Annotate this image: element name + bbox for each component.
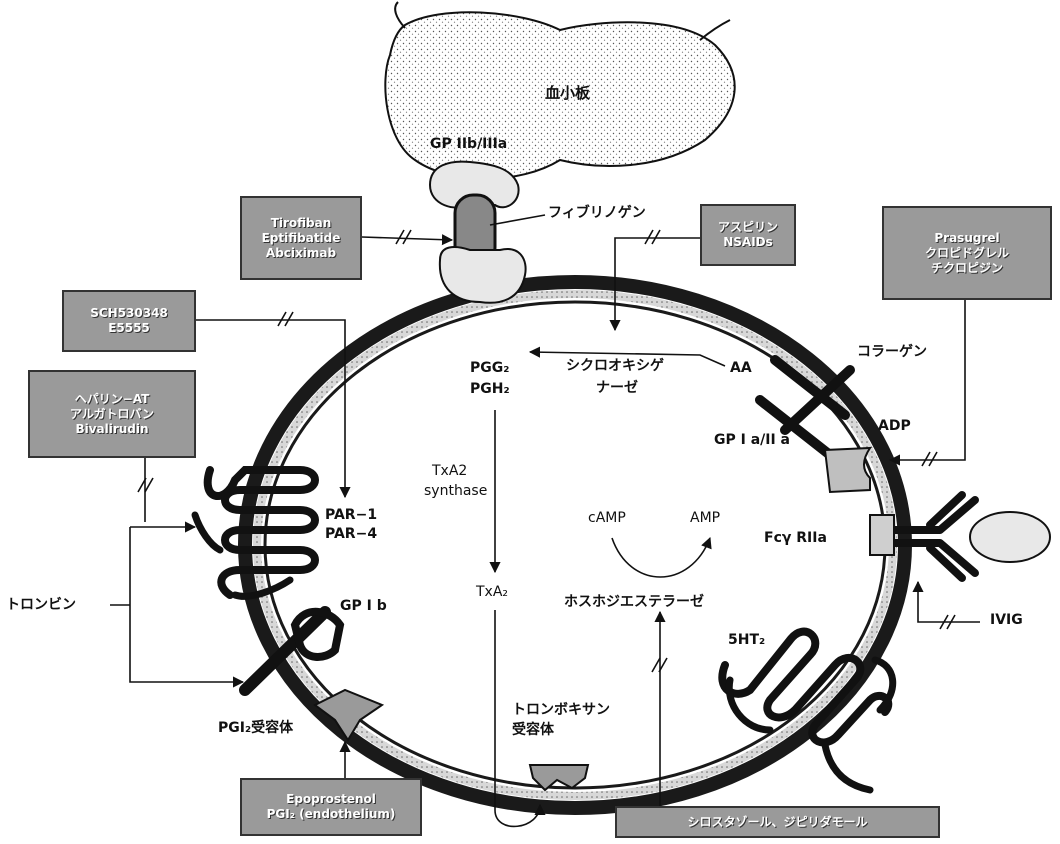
arrow-fibrinogen-leader (490, 215, 545, 225)
txa2-synthase-label-1: TxA2 (432, 463, 467, 480)
gp2b3a-inhibitor-box: Tirofiban Eptifibatide Abciximab (240, 196, 362, 280)
arrow-prasugrel (890, 300, 965, 460)
arrow-ivig (918, 582, 980, 622)
txa2-label: TxA₂ (476, 584, 508, 601)
drug-ticlopidine: チクロピジン (931, 261, 1003, 276)
drug-prasugrel: Prasugrel (934, 231, 999, 246)
platelet-process-left (395, 2, 405, 28)
5ht2-label: 5HT₂ (728, 632, 765, 649)
par1-label: PAR−1 (325, 507, 377, 524)
drug-pgi2-endothelium: PGI₂ (endothelium) (267, 807, 396, 822)
drug-aspirin: アスピリン (718, 220, 778, 235)
adp-label: ADP (878, 418, 911, 435)
par-receptor (195, 470, 315, 596)
drug-clopidogrel: クロピドグレル (925, 246, 1009, 261)
txa2-synthase-label-2: synthase (424, 483, 487, 500)
thromboxane-receptor-label-1: トロンボキサン (512, 702, 610, 719)
drug-sch530348: SCH530348 (90, 306, 168, 321)
antigen-shape (970, 512, 1050, 562)
gp1a2a-label: GP I a/II a (714, 432, 790, 449)
platelet-process-right (700, 20, 730, 40)
ivig-label: IVIG (990, 612, 1023, 629)
adp-receptor (825, 448, 870, 492)
p2y12-inhibitor-box: Prasugrel クロピドグレル チクロピジン (882, 206, 1052, 300)
drug-epoprostenol: Epoprostenol (286, 792, 376, 807)
thromboxane-receptor-label-2: 受容体 (512, 722, 554, 739)
gp1b-label: GP I b (340, 598, 387, 615)
cox-label-1: シクロオキシゲ (566, 358, 664, 375)
pgg2-label: PGG₂ (470, 360, 509, 377)
amp-label: AMP (690, 510, 720, 527)
drug-cilostazol-dipyridamole: シロスタゾール、ジピリダモール (687, 815, 867, 830)
pgi2-receptor-label: PGI₂受容体 (218, 720, 293, 737)
pde-inhibitor-box: シロスタゾール、ジピリダモール (615, 806, 940, 838)
thrombin-label: トロンビン (6, 597, 76, 614)
drug-e5555: E5555 (108, 321, 150, 336)
drug-bivalirudin: Bivalirudin (75, 422, 148, 437)
aa-label: AA (730, 360, 752, 377)
gp2b3a-label: GP IIb/IIIa (430, 136, 507, 153)
drug-argatroban: アルガトロバン (70, 407, 154, 422)
drug-eptifibatide: Eptifibatide (262, 231, 341, 246)
drug-abciximab: Abciximab (266, 246, 336, 261)
cox-inhibitor-box: アスピリン NSAIDs (700, 204, 796, 266)
thrombin-inhibitor-box: ヘパリン−AT アルガトロバン Bivalirudin (28, 370, 196, 458)
par4-label: PAR−4 (325, 526, 377, 543)
drug-tirofiban: Tirofiban (271, 216, 332, 231)
prostacyclin-box: Epoprostenol PGI₂ (endothelium) (240, 778, 422, 836)
fibrinogen-label: フィブリノゲン (548, 205, 646, 222)
drug-nsaids: NSAIDs (723, 235, 773, 250)
pgh2-label: PGH₂ (470, 381, 510, 398)
par-antagonist-box: SCH530348 E5555 (62, 290, 196, 352)
camp-label: cAMP (588, 510, 626, 527)
collagen-label: コラーゲン (857, 344, 927, 361)
pde-label: ホスホジエステラーゼ (564, 594, 704, 611)
cox-label-2: ナーゼ (596, 380, 638, 397)
fcgr-label: Fcγ RIIa (764, 530, 827, 547)
platelet-label: 血小板 (545, 84, 590, 102)
arrow-camp-amp (612, 538, 710, 577)
gp2b3a-receptor (430, 162, 526, 303)
drug-heparin-at: ヘパリン−AT (75, 392, 150, 407)
arrow-heparin (130, 458, 195, 527)
